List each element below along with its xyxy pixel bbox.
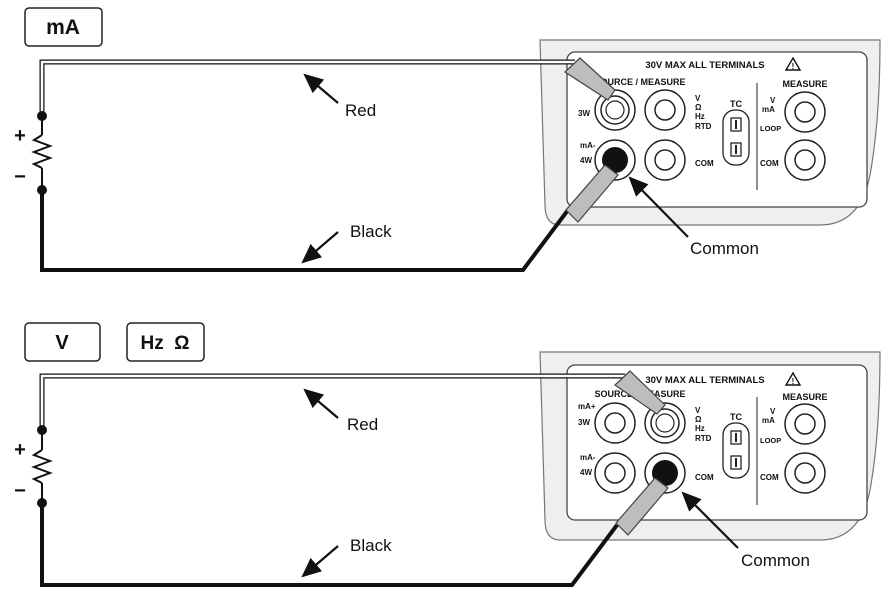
tc-connector bbox=[722, 422, 750, 479]
minus-label: − bbox=[14, 166, 26, 188]
svg-text:+: + bbox=[14, 439, 26, 461]
red-probe-icon bbox=[564, 57, 616, 101]
black-wire-label: Black bbox=[350, 222, 392, 241]
svg-text:RTD: RTD bbox=[695, 122, 712, 131]
source-measure-label: SOURCE / MEASURE bbox=[594, 77, 685, 87]
resistor-icon bbox=[31, 111, 53, 195]
meter-panel-top: 30V MAX ALL TERMINALS ! SOURCE / MEASURE… bbox=[539, 39, 881, 226]
svg-text:mA-: mA- bbox=[580, 453, 596, 462]
meter-panel-bottom: 30V MAX ALL TERMINALS ! SOURCE / MEASURE… bbox=[539, 351, 881, 541]
svg-text:TC: TC bbox=[730, 412, 742, 422]
svg-text:Ω: Ω bbox=[695, 103, 702, 112]
svg-text:COM: COM bbox=[760, 159, 779, 168]
svg-text:V: V bbox=[695, 406, 701, 415]
red-wire-label: Red bbox=[347, 415, 378, 434]
terminal-measure-hi bbox=[784, 91, 826, 133]
svg-text:COM: COM bbox=[760, 473, 779, 482]
warning-triangle-icon bbox=[784, 371, 802, 386]
terminal-source-hi bbox=[594, 89, 636, 131]
svg-text:Ω: Ω bbox=[695, 415, 702, 424]
svg-text:−: − bbox=[14, 480, 26, 502]
common-label: Common bbox=[741, 551, 810, 570]
resistor-icon bbox=[31, 425, 53, 508]
mode-button-v-label: V bbox=[55, 332, 69, 354]
svg-text:LOOP: LOOP bbox=[760, 124, 781, 133]
diagram-ma: mA 30V MAX ALL TERMINALS ! SOURCE / MEAS… bbox=[14, 7, 881, 272]
measure-label: MEASURE bbox=[782, 79, 827, 89]
svg-text:COM: COM bbox=[695, 159, 714, 168]
terminal-source-hi bbox=[594, 402, 636, 444]
svg-text:!: ! bbox=[792, 377, 795, 386]
tc-connector bbox=[722, 109, 750, 166]
svg-text:COM: COM bbox=[695, 473, 714, 482]
mode-button-hz-ohm: Hz Ω bbox=[126, 322, 205, 362]
mode-button-ma: mA bbox=[24, 7, 103, 47]
plus-label: + bbox=[14, 125, 26, 147]
black-probe-icon bbox=[615, 477, 669, 536]
mode-button-ma-label: mA bbox=[46, 16, 80, 39]
svg-text:!: ! bbox=[792, 62, 795, 71]
common-label: Common bbox=[690, 239, 759, 258]
svg-text:Hz: Hz bbox=[695, 112, 705, 121]
terminal-measure-lo bbox=[784, 139, 826, 181]
svg-text:TC: TC bbox=[730, 99, 742, 109]
terminal-com bbox=[644, 139, 686, 181]
svg-text:V: V bbox=[770, 96, 776, 105]
svg-text:Hz: Hz bbox=[695, 424, 705, 433]
mode-button-hz-ohm-label: Hz Ω bbox=[140, 333, 189, 354]
warning-label: 30V MAX ALL TERMINALS bbox=[645, 60, 764, 71]
svg-text:mA: mA bbox=[762, 105, 775, 114]
svg-text:MEASURE: MEASURE bbox=[782, 392, 827, 402]
terminal-v-ohm bbox=[644, 89, 686, 131]
svg-text:V: V bbox=[695, 94, 701, 103]
mode-button-v: V bbox=[24, 322, 101, 362]
svg-text:LOOP: LOOP bbox=[760, 436, 781, 445]
svg-text:4W: 4W bbox=[580, 156, 592, 165]
svg-text:RTD: RTD bbox=[695, 434, 712, 443]
svg-text:V: V bbox=[770, 407, 776, 416]
svg-text:mA: mA bbox=[762, 416, 775, 425]
red-wire-top bbox=[39, 59, 575, 112]
terminal-measure-lo bbox=[784, 452, 826, 494]
red-probe-icon bbox=[614, 370, 666, 415]
svg-text:30V MAX ALL TERMINALS: 30V MAX ALL TERMINALS bbox=[645, 375, 764, 386]
svg-text:mA+: mA+ bbox=[578, 402, 596, 411]
svg-text:3W: 3W bbox=[578, 109, 590, 118]
black-probe-icon bbox=[565, 164, 619, 223]
svg-text:mA-: mA- bbox=[580, 141, 596, 150]
diagram-v-hz-ohm: V Hz Ω 30V MAX ALL TERMINALS ! SOURCE / … bbox=[14, 322, 881, 587]
warning-triangle-icon bbox=[784, 56, 802, 71]
terminal-measure-hi bbox=[784, 403, 826, 445]
svg-text:3W: 3W bbox=[578, 418, 590, 427]
black-wire-top bbox=[40, 192, 570, 272]
svg-text:4W: 4W bbox=[580, 468, 592, 477]
black-wire-bottom bbox=[40, 506, 619, 587]
red-wire-bottom bbox=[39, 373, 625, 426]
terminal-source-lo bbox=[594, 452, 636, 494]
red-wire-label: Red bbox=[345, 101, 376, 120]
black-wire-label: Black bbox=[350, 536, 392, 555]
